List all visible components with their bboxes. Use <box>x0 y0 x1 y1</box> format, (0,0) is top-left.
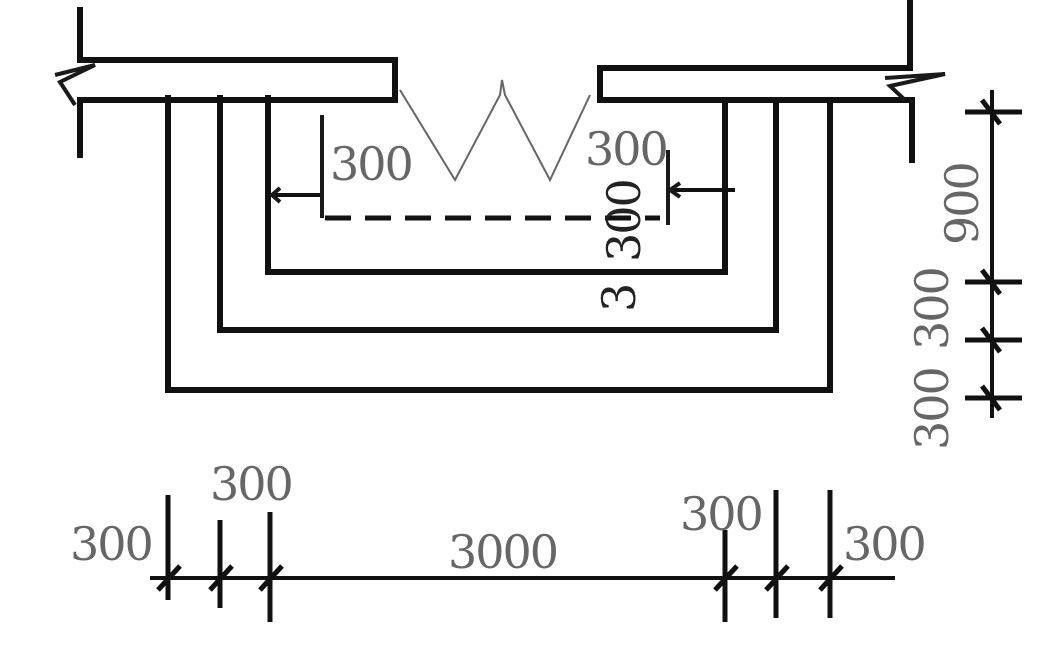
inner-right-label: 300 <box>585 122 667 176</box>
inner-bottom-label: 300 <box>597 180 651 262</box>
break-line <box>399 79 591 183</box>
inner-wall <box>265 95 728 275</box>
vertical-dimension-chain <box>965 90 1022 418</box>
dim-vertical-bottom: 300 <box>905 368 959 450</box>
inner-left-label: 300 <box>330 137 412 191</box>
horizontal-dimension-chain <box>150 490 895 622</box>
dim-h-seg1: 300 <box>70 517 152 571</box>
right-slab <box>597 0 946 163</box>
left-slab <box>54 7 398 158</box>
inner-left-dim <box>268 186 320 204</box>
dim-h-seg2: 300 <box>210 457 292 511</box>
inner-bottom-label-cut: 3 <box>592 285 646 312</box>
middle-wall <box>217 95 779 333</box>
dim-vertical-mid: 300 <box>905 268 959 350</box>
dim-h-seg5: 300 <box>843 517 925 571</box>
dim-h-seg4: 300 <box>680 487 762 541</box>
dim-vertical-top: 900 <box>935 163 989 245</box>
outer-wall <box>165 95 833 393</box>
inner-right-dim <box>666 181 735 199</box>
dim-h-center: 3000 <box>448 525 557 579</box>
